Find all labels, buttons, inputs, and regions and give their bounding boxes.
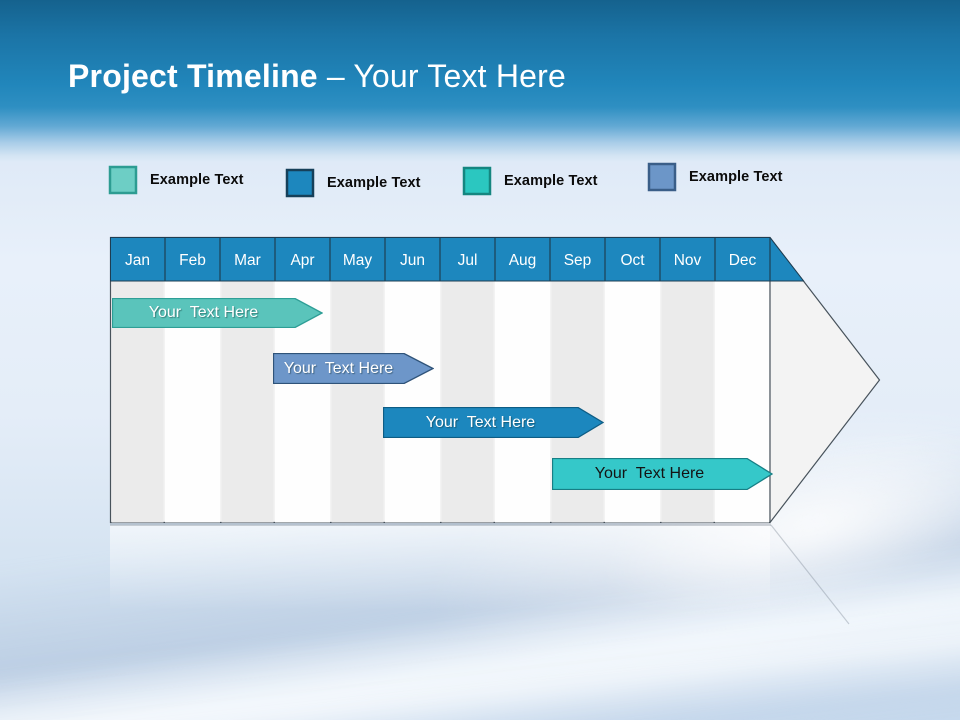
legend-color-swatch [108,165,138,195]
bar-label: Your Text Here [594,465,705,482]
month-label: Nov [674,252,702,269]
month-label: Dec [729,252,757,269]
timeline-bar-3[interactable]: Your Text Here [383,407,604,438]
column-stripe [441,281,494,523]
month-header-band [110,237,805,282]
month-label: Feb [179,252,206,269]
month-label: Oct [620,252,645,269]
month-header: Jan Feb Mar Apr May Jun Jul Aug Sep Oct … [125,252,757,269]
slide-title[interactable]: Project Timeline– Your Text Here [68,58,566,95]
legend-color-swatch [285,168,315,198]
swatch-rect [462,166,492,196]
legend-color-swatch [462,166,492,196]
reflection-diagonal-line [770,524,850,625]
legend-label: Example Text [327,175,421,191]
legend-item-1[interactable]: Example Text [108,165,244,195]
swatch-rect [647,162,677,192]
timeline-bar-4[interactable]: Your Text Here [552,458,773,490]
legend-item-3[interactable]: Example Text [462,166,598,196]
title-placeholder: – Your Text Here [326,58,567,94]
legend-label: Example Text [689,169,783,185]
month-label: Jun [400,252,425,269]
month-label: Aug [509,252,537,269]
bar-label: Your Text Here [148,304,259,321]
month-label: Jan [125,252,150,269]
legend-label: Example Text [504,173,598,189]
bar-arrow-shape [112,298,323,328]
month-label: May [343,252,373,269]
table-shadow [110,523,771,526]
column-stripe [495,281,550,523]
month-label: Jul [458,252,478,269]
bar-polygon [552,458,773,490]
month-label: Apr [290,252,314,269]
bar-label: Your Text Here [283,359,394,377]
legend-color-swatch [647,162,677,192]
bar-polygon [112,298,323,328]
table-reflection [110,523,850,625]
month-separators [164,238,771,281]
swatch-rect [285,168,315,198]
timeline-bar-2[interactable]: Your Text Here [273,353,434,384]
legend-label: Example Text [150,172,244,188]
swatch-rect [108,165,138,195]
column-stripe [385,281,440,523]
column-stripe [331,281,384,523]
bar-polygon [273,353,434,384]
reflection-glow [110,525,770,610]
bar-polygon [383,407,604,438]
legend-item-4[interactable]: Example Text [647,162,783,192]
legend-item-2[interactable]: Example Text [285,168,421,198]
header-gradient-band [0,0,960,162]
bar-arrow-shape [552,458,773,490]
bar-arrow-shape [273,353,434,384]
bar-arrow-shape [383,407,604,438]
bar-label: Your Text Here [425,413,536,431]
timeline-bar-1[interactable]: Your Text Here [112,298,323,328]
title-main: Project Timeline [68,58,318,94]
month-label: Mar [234,252,261,269]
month-label: Sep [564,252,592,269]
